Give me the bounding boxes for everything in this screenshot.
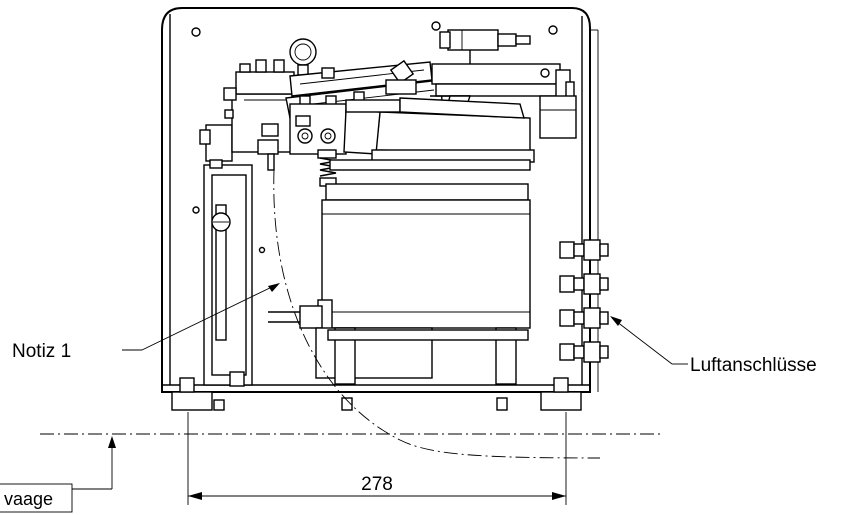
air-label: Luftanschlüsse <box>690 355 817 376</box>
air-connectors <box>559 239 609 363</box>
gauge <box>289 38 317 76</box>
vibratory-bowl <box>329 97 535 171</box>
air-callout: Luftanschlüsse <box>610 316 817 376</box>
valve-block <box>223 59 295 171</box>
hose-path <box>273 169 601 459</box>
note-label: Notiz 1 <box>12 341 71 362</box>
dimension-278: 278 <box>187 412 567 505</box>
level-callout: vaage <box>0 436 116 513</box>
spring-bracket <box>289 103 347 187</box>
machine-feet <box>171 377 582 411</box>
drive-unit <box>268 183 531 385</box>
note-callout: Notiz 1 <box>12 283 280 362</box>
left-column-unit <box>199 124 253 387</box>
dimension-value: 278 <box>361 474 393 495</box>
level-label: vaage <box>4 489 53 509</box>
